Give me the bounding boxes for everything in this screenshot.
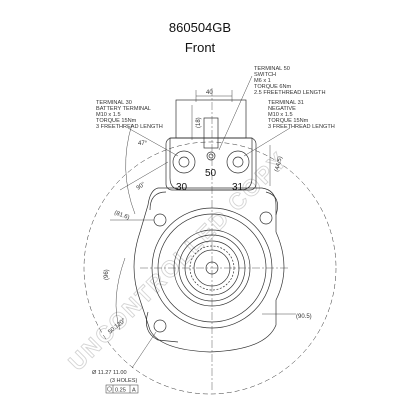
hole-diameter: Ø 11.27 11.00: [92, 370, 127, 376]
dim-96: (96): [104, 269, 110, 280]
svg-text:2.5 FREETHREAD LENGTH: 2.5 FREETHREAD LENGTH: [254, 90, 326, 96]
view-title: Front: [184, 40, 216, 55]
terminal-30-note: TERMINAL 30 BATTERY TERMINAL M10 x 1.5 T…: [96, 100, 163, 130]
terminal-30-label: 30: [176, 182, 188, 193]
leader-terminal-50: [218, 75, 253, 151]
svg-text:TORQUE 15Nm: TORQUE 15Nm: [268, 118, 309, 124]
leader-terminal-30: [127, 127, 179, 157]
terminal-31-note: TERMINAL 31 NEGATIVE M10 x 1.5 TORQUE 15…: [268, 100, 335, 130]
leader-terminal-31: [243, 127, 291, 157]
svg-text:M10 x 1.5: M10 x 1.5: [96, 112, 121, 118]
svg-text:3 FREETHREAD LENGTH: 3 FREETHREAD LENGTH: [268, 124, 335, 130]
svg-text:3 FREETHREAD LENGTH: 3 FREETHREAD LENGTH: [96, 124, 163, 130]
svg-text:0.25: 0.25: [115, 388, 126, 394]
mount-hole-left: [153, 213, 167, 227]
left-ear: [149, 191, 167, 211]
solenoid-body: [175, 99, 247, 139]
dim-line-90: [119, 161, 169, 191]
svg-text:SWITCH: SWITCH: [254, 72, 276, 78]
dim-arc-47: [125, 123, 136, 215]
dim-47-deg: 47°: [138, 141, 148, 147]
watermark-text: UNCONTROLLED COPY: [63, 146, 292, 375]
bottom-ear: [146, 311, 179, 343]
svg-text:TORQUE 6Nm: TORQUE 6Nm: [254, 84, 292, 90]
mounting-circle: [83, 141, 337, 395]
dim-90-deg: 90°: [136, 181, 147, 191]
svg-text:TERMINAL 30: TERMINAL 30: [96, 100, 132, 106]
svg-text:TERMINAL 31: TERMINAL 31: [268, 100, 304, 106]
position-symbol-icon: [107, 386, 112, 392]
mount-hole-right: [259, 211, 273, 225]
part-number: 860504GB: [168, 20, 232, 35]
mount-hole-bottom: [153, 319, 167, 333]
svg-text:M10 x 1.5: M10 x 1.5: [268, 112, 293, 118]
flange-outline: [133, 187, 285, 353]
terminal-50-label: 50: [205, 168, 217, 179]
dim-18: (18): [196, 117, 202, 128]
terminal-31-label: 31: [232, 182, 244, 193]
position-tolerance-frame: 0.25 A: [105, 384, 139, 394]
svg-text:NEGATIVE: NEGATIVE: [268, 106, 296, 112]
svg-text:A: A: [132, 388, 136, 394]
dim-40: 40: [206, 90, 213, 96]
dim-90-5: (90.5): [296, 314, 312, 320]
terminal-50-stud: [206, 151, 216, 161]
right-ear: [265, 191, 278, 216]
svg-text:M6 x 1: M6 x 1: [254, 78, 271, 84]
terminal-block: [165, 137, 257, 191]
dim-44-5: (44.5): [274, 156, 284, 173]
hole-count: (3 HOLES): [110, 378, 137, 384]
dim-arc-96: [115, 257, 126, 331]
svg-text:TORQUE 15Nm: TORQUE 15Nm: [96, 118, 137, 124]
terminal-31-stud: [226, 150, 250, 174]
terminal-50-post: [203, 117, 219, 149]
terminal-30-stud: [172, 150, 196, 174]
leader-holes: [131, 331, 157, 369]
dim-81-6: (81.6): [113, 210, 130, 221]
svg-text:BATTERY TERMINAL: BATTERY TERMINAL: [96, 106, 151, 112]
svg-text:TERMINAL 50: TERMINAL 50: [254, 66, 290, 72]
terminal-50-note: TERMINAL 50 SWITCH M6 x 1 TORQUE 6Nm 2.5…: [254, 66, 326, 96]
